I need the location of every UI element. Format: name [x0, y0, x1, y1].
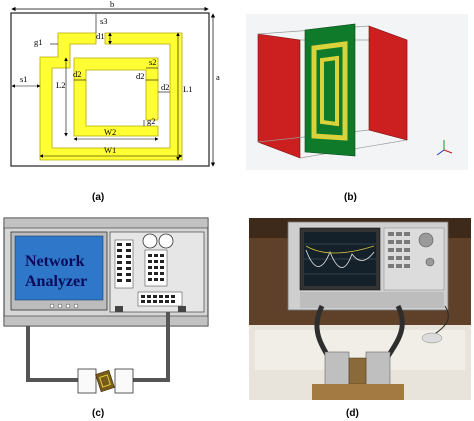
- caption-c: (c): [92, 408, 104, 419]
- inner-ring: [320, 55, 339, 127]
- analyzer-knob-small: [425, 257, 435, 267]
- chassis-bottom-strip: [3, 315, 209, 327]
- label-g2: g2: [147, 116, 156, 126]
- label-s1: s1: [20, 74, 28, 84]
- waveguide-right: [365, 351, 391, 387]
- label-s2: s2: [149, 57, 157, 67]
- cable-left: [26, 326, 78, 382]
- panel-c-measurement-schematic: Network Analyzer: [3, 217, 209, 419]
- screen-text-line2: Analyzer: [25, 273, 87, 290]
- label-s3: s3: [100, 16, 108, 26]
- inner-ring: [73, 57, 159, 137]
- adapter-right: [114, 368, 134, 394]
- panel-a-resonator-diagram: b s3 d1 g1 s1 L2 d2 s2 d2 d2 L1 a: [10, 0, 220, 203]
- screen-buttons: [49, 303, 79, 309]
- panel-b-simulation-model: (b): [246, 14, 468, 203]
- display-traces: [304, 243, 376, 275]
- label-W1: W1: [104, 145, 116, 155]
- screen: [14, 235, 104, 301]
- label-d2-right: d2: [136, 71, 145, 81]
- caption-b: (b): [344, 192, 357, 203]
- sample-holder: [348, 357, 367, 385]
- label-a: a: [216, 72, 220, 82]
- caption-a: (a): [92, 192, 104, 203]
- label-L2: L2: [56, 80, 65, 90]
- waveguide-left: [324, 351, 350, 387]
- label-g1: g1: [34, 37, 43, 47]
- analyzer-knob: [418, 232, 434, 248]
- analyzer-buttons: [388, 232, 410, 268]
- port-1-connector: [115, 306, 123, 312]
- port-2-connector: [178, 306, 186, 312]
- cable-right: [132, 312, 170, 382]
- screen-text-line1: Network: [25, 253, 85, 270]
- analyzer-lower-panel: [300, 292, 444, 308]
- keypad-keys: [114, 239, 183, 307]
- label-d2-side: d2: [161, 82, 170, 92]
- sample: [95, 369, 115, 393]
- outer-ring: [311, 41, 348, 141]
- label-b: b: [110, 0, 114, 9]
- label-d2-left: d2: [73, 69, 82, 79]
- label-d1: d1: [96, 31, 105, 41]
- knob-left: [142, 233, 158, 249]
- label-W2: W2: [104, 127, 116, 137]
- knob-right: [158, 233, 174, 249]
- mouse: [421, 332, 443, 344]
- label-L1: L1: [183, 84, 192, 94]
- chassis-top-strip: [3, 217, 209, 229]
- port-right: [368, 25, 408, 141]
- axis-triad-icon: [436, 140, 453, 156]
- panel-d-lab-photo: (d): [249, 218, 471, 419]
- outer-ring: [39, 32, 183, 161]
- wood-base: [312, 384, 404, 400]
- adapter-left: [77, 368, 97, 394]
- caption-d: (d): [346, 408, 359, 419]
